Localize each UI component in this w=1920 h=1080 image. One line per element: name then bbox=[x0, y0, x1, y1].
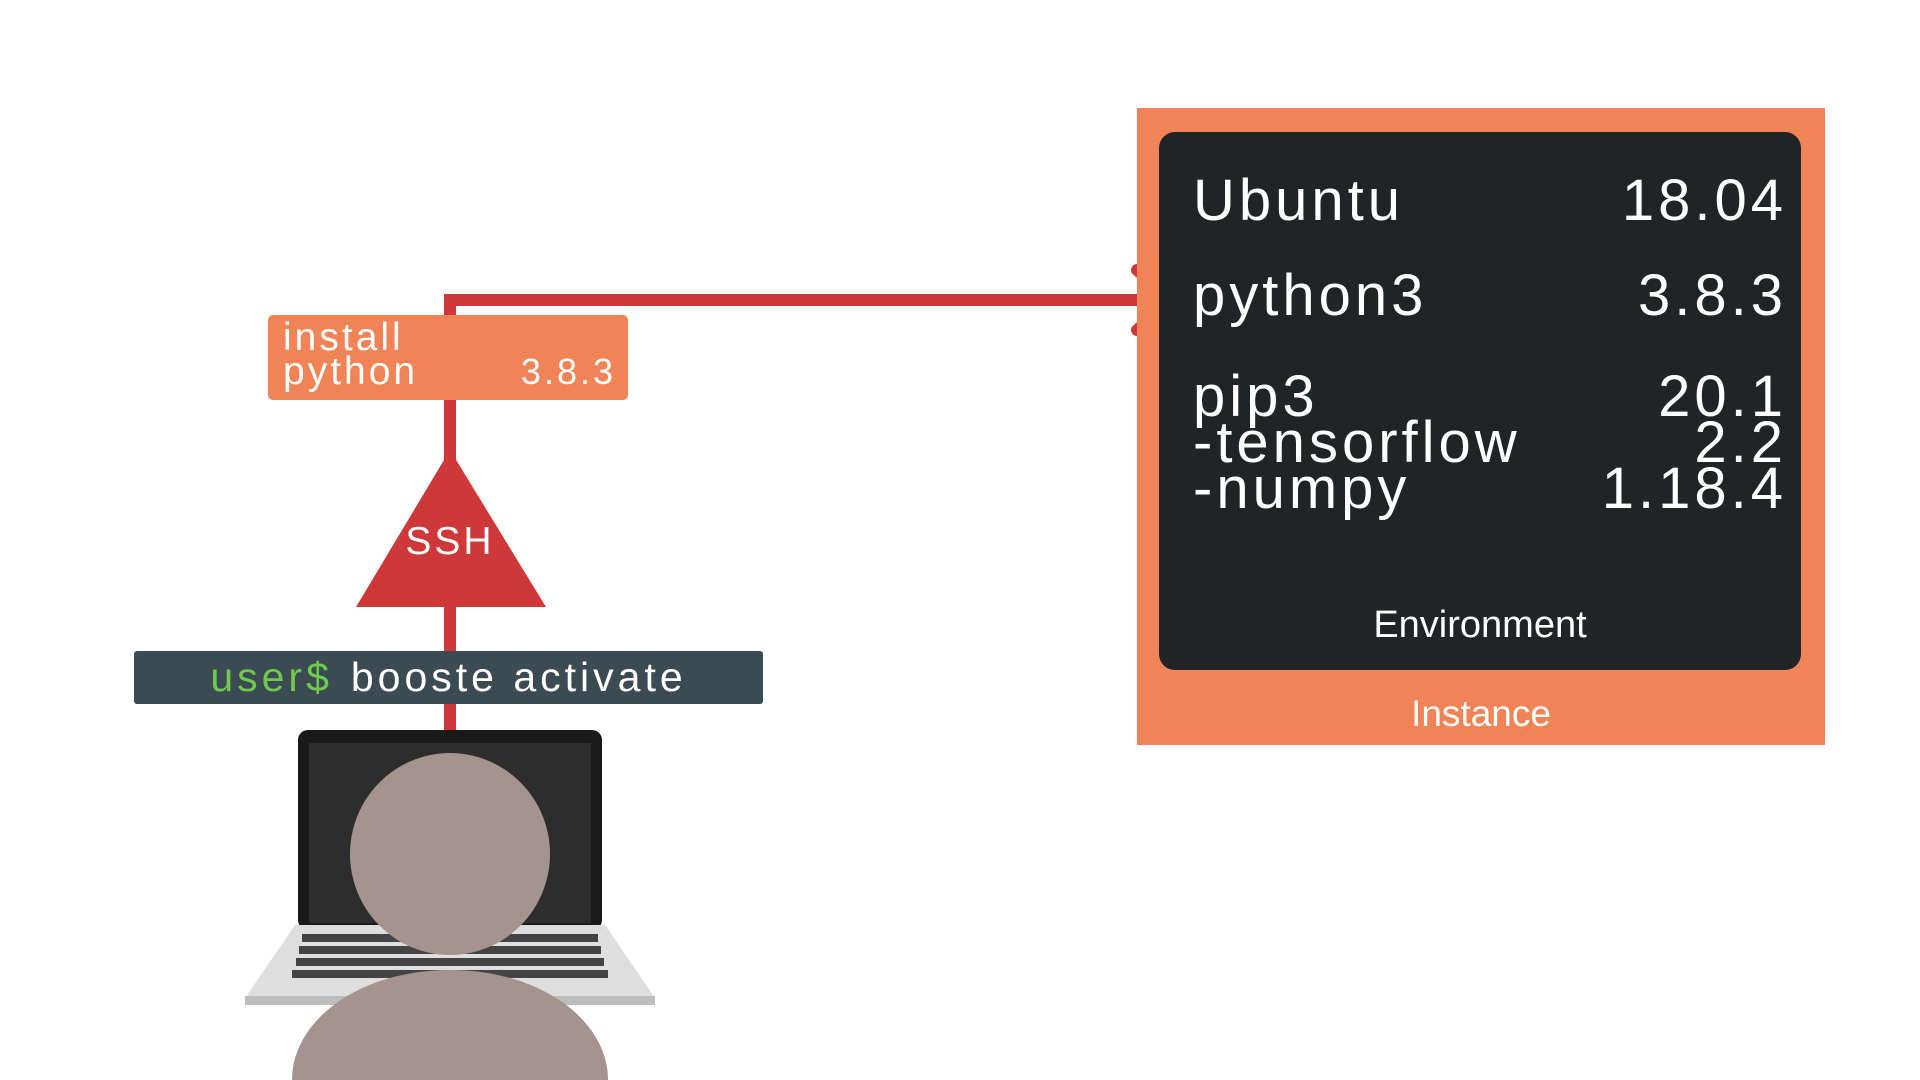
env-row-version: 3.8.3 bbox=[1638, 263, 1787, 328]
env-row-name: -numpy bbox=[1193, 456, 1411, 521]
environment-box: Ubuntu 18.04 python3 3.8.3 pip3 20.1 -te… bbox=[1159, 132, 1801, 670]
env-row-pip3: pip3 20.1 bbox=[1193, 368, 1787, 426]
install-package-version: 3.8.3 bbox=[520, 351, 616, 392]
instance-label: Instance bbox=[1411, 693, 1551, 734]
command-bar: user$ booste activate bbox=[134, 651, 763, 704]
env-row-numpy: -numpy 1.18.4 bbox=[1193, 460, 1787, 518]
env-row-name: -tensorflow bbox=[1193, 410, 1521, 475]
env-row-tensorflow: -tensorflow 2.2 bbox=[1193, 414, 1787, 472]
install-package-name: python bbox=[283, 350, 419, 393]
environment-label: Environment bbox=[1373, 604, 1587, 646]
install-label: install bbox=[283, 316, 404, 359]
user-avatar-icon bbox=[292, 753, 608, 1080]
env-row-ubuntu: Ubuntu 18.04 bbox=[1193, 172, 1787, 230]
ssh-label: SSH bbox=[405, 520, 495, 563]
env-row-name: python3 bbox=[1193, 263, 1428, 328]
env-row-name: pip3 bbox=[1193, 364, 1319, 429]
install-python-card: install python 3.8.3 bbox=[268, 315, 628, 400]
command-text: booste activate bbox=[350, 654, 687, 700]
env-row-version: 2.2 bbox=[1694, 410, 1787, 475]
env-row-version: 20.1 bbox=[1658, 364, 1787, 429]
instance-box: Ubuntu 18.04 python3 3.8.3 pip3 20.1 -te… bbox=[1137, 108, 1825, 745]
env-row-version: 1.18.4 bbox=[1601, 456, 1787, 521]
ssh-triangle-icon bbox=[356, 450, 546, 607]
env-row-version: 18.04 bbox=[1621, 168, 1787, 233]
command-prompt: user$ bbox=[210, 654, 333, 700]
env-row-name: Ubuntu bbox=[1193, 168, 1405, 233]
env-row-python3: python3 3.8.3 bbox=[1193, 267, 1787, 325]
